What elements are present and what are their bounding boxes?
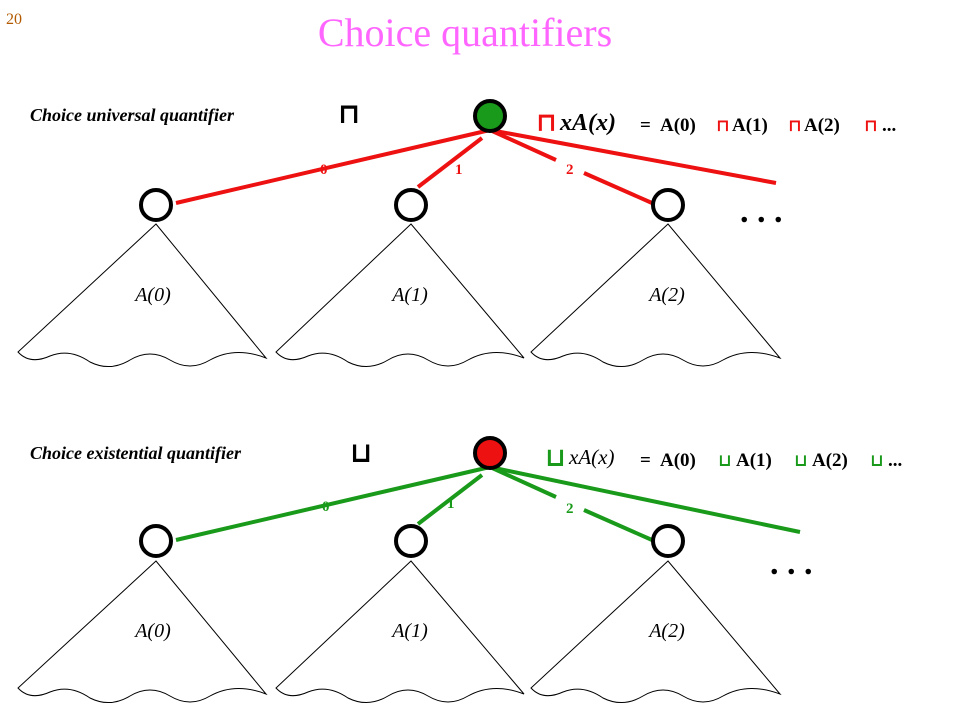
slide-number: 20 [6,11,22,28]
universal-edge-label-0: 0 [320,162,328,178]
universal-ellipsis: . . . [740,193,783,230]
formula-universal-term-1: A(1) [732,115,768,136]
universal-subtree-0 [17,223,268,367]
formula-existential-lead-symbol: ⊔ [545,442,566,472]
formula-universal-op-0: ⊓ [716,116,730,135]
universal-formula: ⊓ xA(x) = A(0) ⊓ A(1) ⊓ A(2) ⊓ ... [536,107,896,137]
existential-formula: ⊔ xA(x) = A(0) ⊔ A(1) ⊔ A(2) ⊔ ... [545,442,902,472]
existential-edge-2a [489,465,557,499]
formula-existential-op-2: ⊔ [870,451,884,470]
formula-existential-term-2: A(2) [812,450,848,471]
universal-edge-2a [489,128,557,162]
existential-child-node-0 [139,524,173,558]
existential-subtree-label-0: A(0) [133,620,171,642]
universal-subtree-1 [275,223,525,367]
existential-subtree-label-1: A(1) [390,620,428,642]
formula-existential-term-3: ... [888,450,902,471]
existential-edge-1 [416,473,484,526]
slide-title: Choice quantifiers [318,10,612,55]
existential-child-node-1 [394,524,428,558]
universal-child-node-0 [139,188,173,222]
universal-subtree-label-0: A(0) [133,284,171,306]
formula-universal-term-0: A(0) [660,115,696,136]
universal-child-node-1 [394,188,428,222]
universal-label: Choice universal quantifier [30,105,235,125]
existential-child-node-2 [651,524,685,558]
existential-edges [175,465,801,542]
existential-section: Choice existential quantifier ⊔ 0 1 2 . … [17,436,902,703]
formula-existential-equals: = [640,450,651,471]
formula-universal-term-3: ... [882,115,896,136]
existential-edge-label-1: 1 [447,496,455,512]
formula-existential-term-1: A(1) [736,450,772,471]
formula-existential-op-1: ⊔ [794,451,808,470]
formula-universal-equals: = [640,115,651,136]
universal-root-node [473,99,507,133]
universal-subtree-2 [530,223,782,367]
formula-universal-op-1: ⊓ [788,116,802,135]
universal-edges [175,128,777,205]
existential-label: Choice existential quantifier [30,443,242,463]
universal-edge-more [489,128,777,185]
universal-edge-0 [175,128,491,205]
formula-universal-term-2: A(2) [804,115,840,136]
formula-existential-term-0: A(0) [660,450,696,471]
existential-edge-label-0: 0 [322,499,330,515]
universal-child-node-2 [651,188,685,222]
existential-label-symbol: ⊔ [350,437,372,468]
universal-label-symbol: ⊓ [338,98,360,129]
existential-subtree-2 [530,560,782,703]
universal-edge-2b [583,171,653,205]
existential-root-node [473,436,507,470]
existential-edge-label-2: 2 [566,501,574,517]
formula-existential-op-0: ⊔ [718,451,732,470]
universal-section: Choice universal quantifier ⊓ 0 1 2 . . … [17,98,896,367]
existential-subtree-0 [17,560,268,703]
formula-universal-op-2: ⊓ [864,116,878,135]
universal-edge-1 [416,136,484,189]
existential-subtree-label-2: A(2) [647,620,685,642]
formula-universal-lead: xA(x) [559,110,616,136]
formula-universal-lead-symbol: ⊓ [536,107,557,137]
existential-edge-more [489,465,801,534]
formula-existential-lead: xA(x) [568,445,614,469]
existential-edge-2b [583,508,653,542]
existential-edge-0 [175,465,491,542]
existential-ellipsis: . . . [770,545,813,582]
existential-subtree-1 [275,560,525,703]
universal-subtree-label-1: A(1) [390,284,428,306]
universal-edge-label-1: 1 [455,162,463,178]
universal-edge-label-2: 2 [566,162,574,178]
universal-subtree-label-2: A(2) [647,284,685,306]
